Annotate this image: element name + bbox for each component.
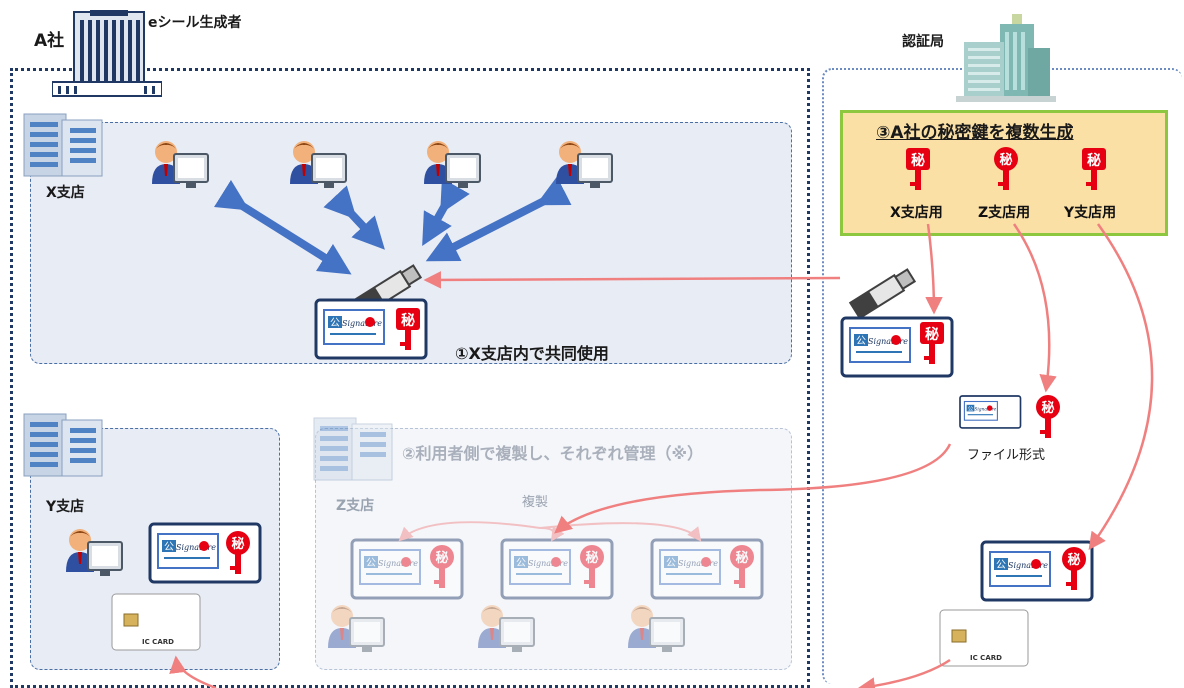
user-copy-caption: ②利用者側で複製し、それぞれ管理（※） [402, 444, 704, 463]
key-x-label: X支店用 [890, 205, 943, 221]
x-branch-label: X支店 [46, 185, 85, 201]
company-a-zone [10, 68, 810, 688]
copy-caption: 複製 [522, 495, 549, 510]
company-name: A社 [34, 31, 65, 51]
ca-building-icon [950, 14, 1060, 104]
key-y-label: Y支店用 [1064, 205, 1117, 221]
z-branch-building-icon [312, 410, 394, 482]
key-z-label: Z支店用 [978, 205, 1031, 221]
ca-name: 認証局 [902, 34, 944, 50]
multi-key-caption: ③A社の秘密鍵を複数生成 [876, 123, 1074, 143]
x-branch-building-icon [22, 106, 104, 178]
y-branch-building-icon [22, 406, 104, 478]
z-branch-label: Z支店 [336, 498, 375, 514]
y-branch-label: Y支店 [46, 499, 85, 515]
hq-building-icon [52, 10, 162, 100]
shared-use-caption: ①X支店内で共同使用 [455, 344, 609, 363]
file-format-caption: ファイル形式 [967, 448, 1046, 463]
company-role: eシール生成者 [148, 15, 242, 31]
